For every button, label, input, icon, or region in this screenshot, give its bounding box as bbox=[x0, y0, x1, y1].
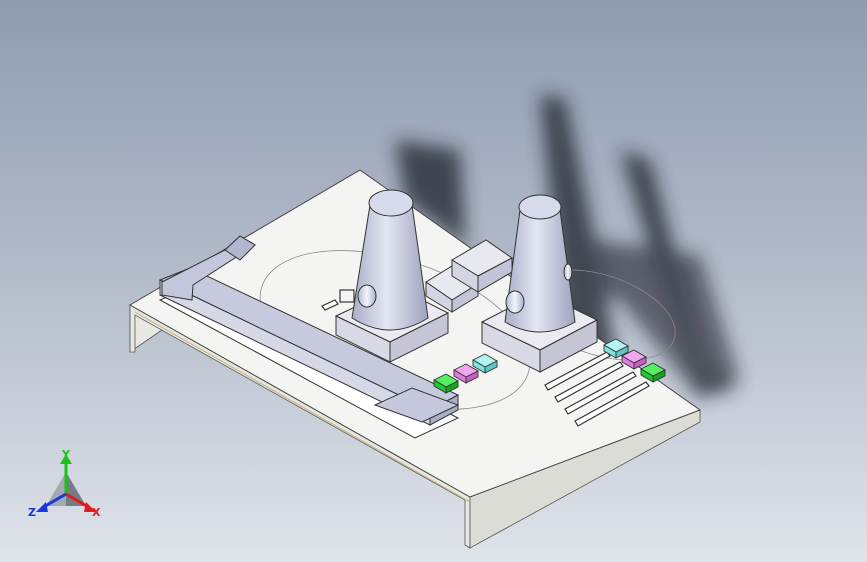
color-chips-right[interactable] bbox=[603, 338, 666, 383]
y-axis-label: Y bbox=[61, 448, 71, 461]
z-axis-label: Z bbox=[28, 506, 36, 519]
left-cone-post[interactable] bbox=[351, 189, 429, 331]
cast-shadow bbox=[395, 95, 740, 400]
slot-lines-left bbox=[321, 289, 355, 311]
orientation-triad[interactable]: Y X Z bbox=[26, 448, 106, 528]
z-axis-arrow bbox=[36, 502, 48, 512]
right-cone-post[interactable] bbox=[504, 194, 576, 333]
x-axis-arrow bbox=[84, 502, 96, 512]
y-axis-arrow bbox=[60, 454, 72, 464]
x-axis-label: X bbox=[92, 506, 101, 519]
long-bar[interactable] bbox=[158, 235, 460, 439]
cube-blocks[interactable] bbox=[425, 239, 513, 313]
color-chips-left[interactable] bbox=[433, 353, 498, 394]
slot-lines bbox=[544, 351, 650, 427]
